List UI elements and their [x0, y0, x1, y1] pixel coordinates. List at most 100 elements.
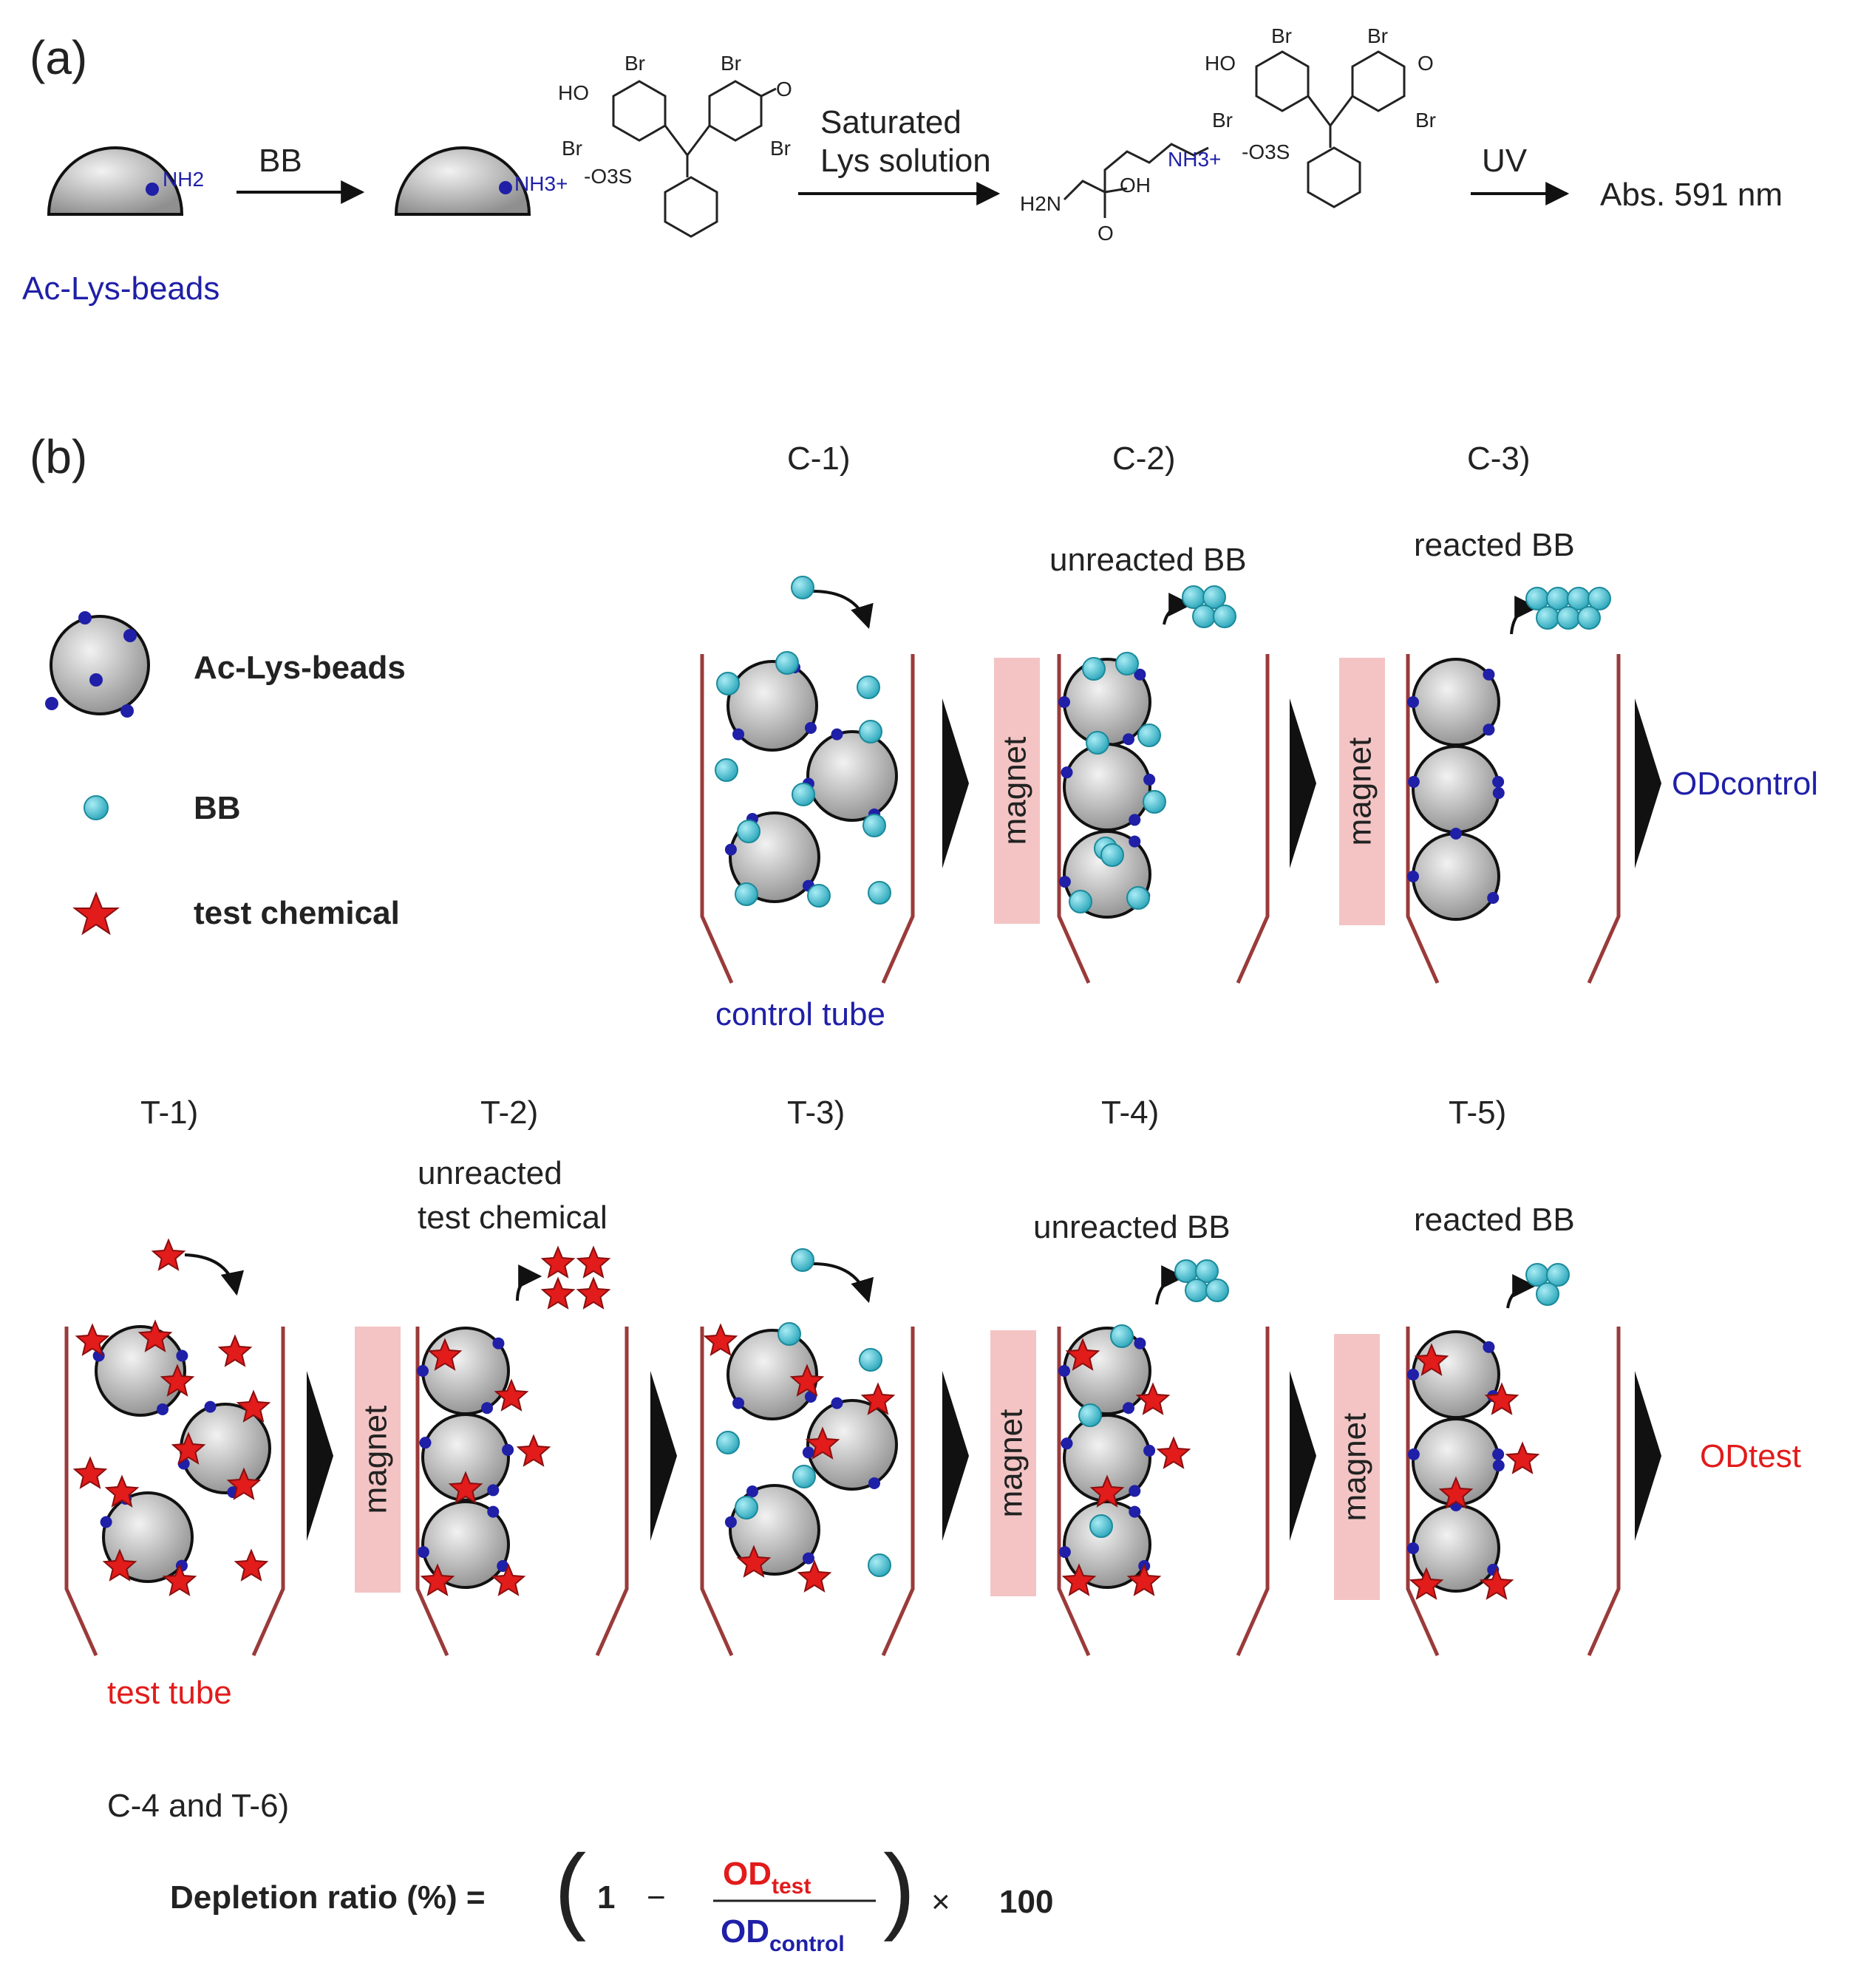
- bead-start: NH2: [47, 146, 204, 216]
- test-chemical-star: [104, 1474, 140, 1508]
- test-chemical-star: [151, 1238, 186, 1271]
- test-chemical-star: [1414, 1343, 1449, 1376]
- control-result: ODcontrol: [1672, 766, 1818, 802]
- amine-dot: [804, 722, 817, 734]
- amine-dot: [487, 1484, 500, 1497]
- bead-ammonium-label: NH3+: [514, 172, 568, 195]
- amine-dot: [204, 1400, 217, 1413]
- tube-right-wall: [251, 1327, 285, 1657]
- amine-dot: [1492, 1448, 1505, 1460]
- bb-dye: [716, 672, 740, 695]
- test-chemical-star: [860, 1382, 896, 1415]
- test-unreacted-bb-label: unreacted BB: [1033, 1209, 1231, 1245]
- bead-body: [421, 1500, 510, 1589]
- amine-dot: [492, 1337, 505, 1349]
- bead-body: [806, 730, 898, 822]
- amine-dot: [1143, 773, 1156, 786]
- tube-right-wall: [1587, 1327, 1621, 1657]
- formula-close-paren: ): [883, 1834, 915, 1942]
- amine-dot: [1058, 876, 1071, 888]
- legend-label-test-chemical: test chemical: [194, 895, 400, 931]
- bead-body: [102, 1491, 194, 1583]
- bb2-br-2: Br: [1367, 24, 1388, 47]
- amine-dot: [1483, 1341, 1495, 1353]
- bb-dye: [791, 576, 814, 599]
- bb-dye: [777, 1322, 801, 1346]
- bb1-br-4: Br: [770, 137, 791, 160]
- test-chemical-star: [576, 1245, 611, 1279]
- test-chemical-star: [427, 1338, 463, 1371]
- magnet-body: [1334, 1334, 1380, 1600]
- test-chemical-star: [494, 1378, 529, 1412]
- magnet: magnet: [355, 1327, 401, 1593]
- formula-times: ×: [931, 1884, 950, 1920]
- test-chemical-star: [1061, 1563, 1097, 1596]
- amine-dot: [419, 1437, 432, 1449]
- amine-dot: [1492, 787, 1505, 800]
- step-arrow: [942, 1371, 969, 1541]
- sulfonate-label-2: -O3S: [1242, 140, 1290, 163]
- bb-dye: [1536, 1282, 1559, 1306]
- tube-right-wall: [1236, 654, 1270, 984]
- bead-body: [806, 1399, 898, 1491]
- bb-dye: [1143, 790, 1166, 814]
- test-chemical-star: [217, 1334, 253, 1367]
- control-tube-label: control tube: [715, 996, 885, 1032]
- bb-cluster: [1182, 585, 1236, 628]
- bb1-br-3: Br: [562, 137, 582, 160]
- bead: [417, 1327, 510, 1415]
- test-result: ODtest: [1700, 1438, 1801, 1474]
- control-unreacted-label: unreacted BB: [1049, 542, 1247, 578]
- bb-dye: [1546, 1263, 1570, 1287]
- bb-dye: [1089, 1514, 1113, 1538]
- amine-dot: [417, 1365, 429, 1377]
- test-chemical-star: [448, 1471, 483, 1504]
- bead: [417, 1500, 510, 1589]
- bb2-br-4: Br: [1415, 109, 1436, 132]
- curved-arrow: [1163, 593, 1193, 625]
- bb-dye: [807, 884, 831, 908]
- tube-left-wall: [1057, 1327, 1091, 1657]
- curved-arrow: [812, 1262, 874, 1304]
- test-chemical-star: [1089, 1474, 1125, 1508]
- bead-body: [95, 1325, 186, 1417]
- test-chemical-star: [1505, 1441, 1540, 1474]
- step-arrow: [1290, 698, 1316, 868]
- tube-contents-t1: [72, 1319, 271, 1596]
- control-tube-c2: [1057, 654, 1270, 984]
- test-unreacted-chem-label-2: test chemical: [418, 1199, 608, 1236]
- bb-dye: [791, 1248, 814, 1272]
- bb2-br-3: Br: [1212, 109, 1233, 132]
- tube-left-wall: [1406, 654, 1440, 984]
- tube-right-wall: [881, 1327, 915, 1657]
- curved-arrow: [1155, 1265, 1185, 1305]
- amine-dot: [1134, 668, 1146, 681]
- amine-dot: [831, 1397, 843, 1409]
- test-chemical-star: [1438, 1476, 1474, 1509]
- test-unreacted-chem-label-1: unreacted: [418, 1155, 562, 1191]
- bead: [1407, 745, 1505, 834]
- tube-contents-c3: [1407, 658, 1505, 921]
- test-chemical-star: [1135, 1382, 1171, 1415]
- step-t2: T-2): [480, 1095, 538, 1131]
- amine-dot: [746, 1485, 758, 1498]
- bead: [1061, 743, 1156, 831]
- bb-dye: [792, 1465, 816, 1488]
- magnet: magnet: [1334, 1334, 1380, 1600]
- test-chemical-star: [703, 1323, 738, 1356]
- test-chemical-star: [491, 1563, 526, 1596]
- bb1-br-2: Br: [721, 52, 741, 75]
- test-chemical-star: [540, 1245, 576, 1279]
- magnet-label: magnet: [997, 737, 1033, 845]
- test-chemical-star: [160, 1364, 195, 1397]
- step-t1: T-1): [140, 1095, 198, 1131]
- lys-nh3: NH3+: [1168, 148, 1221, 171]
- bead: [802, 1397, 898, 1491]
- tube-left-wall: [700, 654, 734, 984]
- test-chemical-star: [171, 1432, 206, 1465]
- bb-dye: [735, 1496, 758, 1519]
- test-tube-t5: [1406, 1327, 1621, 1657]
- amine-dot: [502, 1443, 514, 1456]
- amine-dot: [1407, 1542, 1419, 1554]
